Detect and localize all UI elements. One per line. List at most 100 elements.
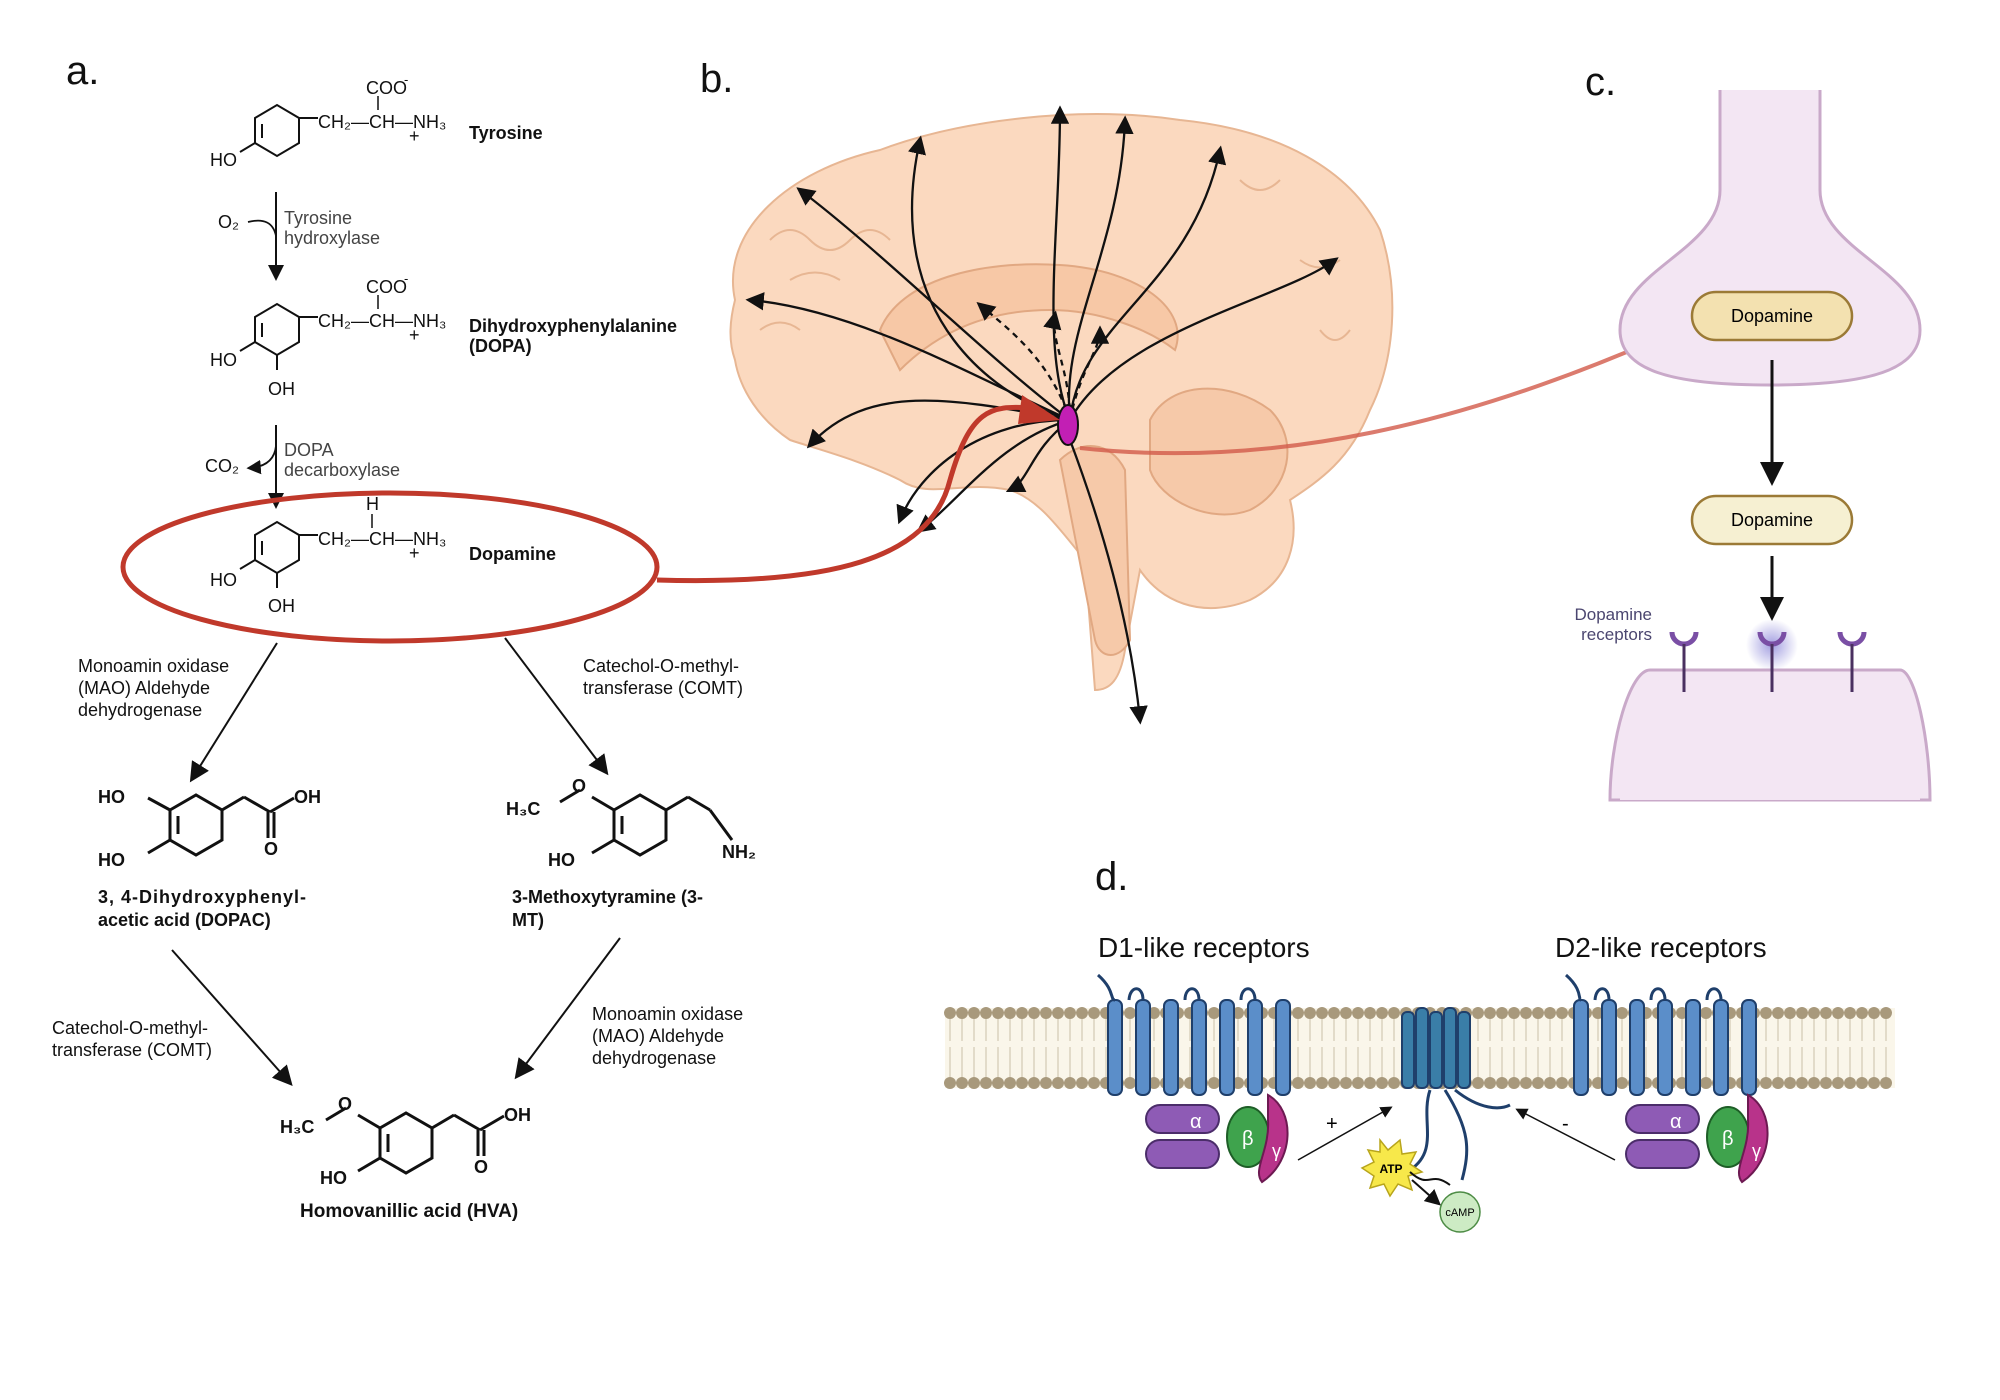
3mt-ho: HO xyxy=(548,850,575,870)
dopamine-released-label: Dopamine xyxy=(1731,510,1813,530)
lipid-head xyxy=(1856,1007,1868,1019)
dopa-name-line2: (DOPA) xyxy=(469,336,532,356)
mao-label-line3: dehydrogenase xyxy=(78,700,202,720)
dopa-chain: CH₂—CH—NH₃ xyxy=(318,311,446,331)
lipid-head xyxy=(1820,1007,1832,1019)
lipid-head xyxy=(1832,1007,1844,1019)
dopa-oh: OH xyxy=(268,379,295,399)
panel-b-brain xyxy=(729,105,1394,725)
lipid-head xyxy=(1544,1007,1556,1019)
lipid-head xyxy=(1376,1007,1388,1019)
lipid-head xyxy=(992,1007,1004,1019)
lipid-head xyxy=(992,1077,1004,1089)
lipid-head xyxy=(1028,1007,1040,1019)
lipid-head xyxy=(1064,1077,1076,1089)
connector-arrowhead xyxy=(1018,395,1060,424)
dopamine-receptors xyxy=(1669,631,1867,692)
step2-enzyme-line2: decarboxylase xyxy=(284,460,400,480)
lipid-head xyxy=(1016,1077,1028,1089)
dopac-oh: OH xyxy=(294,787,321,807)
hva-oh: OH xyxy=(504,1105,531,1125)
lipid-head xyxy=(1556,1007,1568,1019)
dopa-ho: HO xyxy=(210,350,237,370)
lipid-head xyxy=(1844,1077,1856,1089)
lipid-head xyxy=(1784,1077,1796,1089)
lipid-head xyxy=(1328,1077,1340,1089)
lipid-head xyxy=(1784,1007,1796,1019)
d2-inhibits-ac-arrow xyxy=(1515,1108,1616,1161)
panel-a-pathway: HO CH₂—CH—NH₃ COO - + Tyrosine O₂ Tyrosi… xyxy=(52,72,756,1222)
d1-title: D1-like receptors xyxy=(1098,932,1310,963)
connector-brain-to-synapse xyxy=(1079,338,1656,456)
brain-outline xyxy=(729,113,1394,692)
d2-gamma-label: γ xyxy=(1752,1141,1761,1161)
dopamine-plus: + xyxy=(409,543,420,563)
panel-label-d: d. xyxy=(1095,855,1128,899)
dopamine-to-dopac-arrow xyxy=(189,642,278,783)
3mt-nh2: NH₂ xyxy=(722,842,756,862)
lipid-head xyxy=(1364,1077,1376,1089)
lipid-head xyxy=(1520,1077,1532,1089)
lipid-head xyxy=(1868,1077,1880,1089)
d2-g-protein: α β γ xyxy=(1625,1093,1769,1184)
3mt-name-line1: 3-Methoxytyramine (3- xyxy=(512,887,703,907)
lipid-head xyxy=(1496,1007,1508,1019)
dopamine-name: Dopamine xyxy=(469,544,556,564)
dopamine-chain: CH₂—CH—NH₃ xyxy=(318,529,446,549)
hva-ho: HO xyxy=(320,1168,347,1188)
lipid-head xyxy=(968,1077,980,1089)
lipid-head xyxy=(1388,1077,1400,1089)
dopac-ho-bottom: HO xyxy=(98,850,125,870)
receptors-label-line2: receptors xyxy=(1581,625,1652,644)
lipid-head xyxy=(1532,1007,1544,1019)
lipid-head xyxy=(1064,1007,1076,1019)
dopac-structure: HO HO OH O xyxy=(98,787,321,870)
lipid-head xyxy=(1076,1077,1088,1089)
lipid-head xyxy=(1352,1077,1364,1089)
d2-gamma-subunit xyxy=(1737,1093,1769,1184)
lipid-head xyxy=(1004,1077,1016,1089)
inhibition-sign: - xyxy=(1562,1113,1569,1135)
3mt-to-hva-arrow xyxy=(514,937,621,1080)
d2-alpha-subunit xyxy=(1625,1104,1700,1169)
hva-structure: O H₃C HO OH O xyxy=(280,1094,531,1188)
lipid-head xyxy=(980,1007,992,1019)
d2-receptor xyxy=(1573,999,1757,1096)
d1-gamma-label: γ xyxy=(1272,1141,1281,1161)
lipid-head xyxy=(1364,1007,1376,1019)
step1-enzyme-line2: hydroxylase xyxy=(284,228,380,248)
lipid-head xyxy=(1796,1007,1808,1019)
mao-label-line1: Monoamin oxidase xyxy=(78,656,229,676)
3mt-o: O xyxy=(572,776,586,796)
tyrosine-structure: HO CH₂—CH—NH₃ COO - + xyxy=(210,72,446,170)
panel-label-b: b. xyxy=(700,57,733,101)
camp-circle xyxy=(1439,1191,1481,1233)
connector-ellipse-to-brain xyxy=(656,404,1031,584)
lipid-head xyxy=(1880,1077,1892,1089)
lipid-head xyxy=(1832,1077,1844,1089)
lower-comt-line1: Catechol-O-methyl- xyxy=(52,1018,208,1038)
lipid-head xyxy=(1700,1077,1712,1089)
step2-cofactor: CO₂ xyxy=(205,456,239,476)
lipid-head xyxy=(1796,1077,1808,1089)
atp-to-camp-arrow xyxy=(1411,1179,1441,1206)
lipid-head xyxy=(1040,1007,1052,1019)
lipid-head xyxy=(1772,1077,1784,1089)
3mt-h3c: H₃C xyxy=(506,799,540,819)
dopa-coo-charge: - xyxy=(404,271,408,286)
lipid-head xyxy=(1616,1007,1628,1019)
lipid-head xyxy=(1844,1007,1856,1019)
lipid-head xyxy=(1352,1007,1364,1019)
lower-mao-line1: Monoamin oxidase xyxy=(592,1004,743,1024)
hva-o2: O xyxy=(474,1157,488,1177)
lipid-head xyxy=(1292,1077,1304,1089)
lipid-head xyxy=(1556,1077,1568,1089)
d1-stimulates-ac-arrow xyxy=(1297,1106,1393,1161)
comt-label-line1: Catechol-O-methyl- xyxy=(583,656,739,676)
lipid-head xyxy=(1052,1077,1064,1089)
dopamine-structure: HO OH CH₂—CH—NH₃ H + xyxy=(210,494,446,616)
panel-label-a: a. xyxy=(66,49,99,93)
lipid-head xyxy=(1388,1007,1400,1019)
tyrosine-coo-charge: - xyxy=(404,72,408,87)
